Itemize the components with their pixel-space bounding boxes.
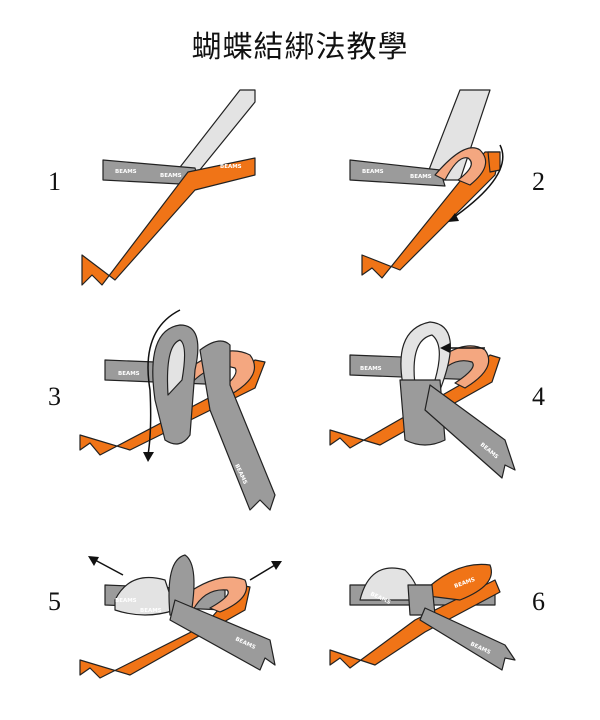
ribbon-label: BEAMS <box>103 651 125 666</box>
step-3-illustration: BEAMS BEAMS BEAMS <box>79 309 276 511</box>
ribbon-label: BEAMS <box>410 174 432 180</box>
ribbon-label: BEAMS <box>122 206 141 226</box>
page-title: 蝴蝶結綁法教學 <box>191 30 409 65</box>
ribbon-label: BEAMS <box>160 173 182 179</box>
ribbon-label: BEAMS <box>92 241 111 261</box>
curved-arrow <box>147 309 181 456</box>
step-4-illustration: BEAMS BEAMS BEAMS <box>329 321 516 479</box>
ribbon-label: BEAMS <box>387 231 406 251</box>
arrow-head-right <box>271 561 282 570</box>
step-5-illustration: BEAMS BEAMS BEAMS BEAMS <box>79 554 282 679</box>
arrow-line-left <box>94 559 124 576</box>
ribbon-label: BEAMS <box>140 608 162 614</box>
step-number-2: 2 <box>532 167 545 196</box>
step-2-illustration: BEAMS BEAMS BEAMS BEAMS <box>349 89 504 279</box>
step-6-illustration: BEAMS BEAMS BEAMS BEAMS <box>329 563 516 671</box>
ribbon-label: BEAMS <box>348 641 370 657</box>
ribbon-label: BEAMS <box>220 164 242 170</box>
arrow-head <box>143 452 154 462</box>
ribbon-label: BEAMS <box>348 421 370 437</box>
ribbon-label: BEAMS <box>118 371 140 377</box>
curved-arrow <box>449 144 504 221</box>
arrow-line-right <box>249 564 276 581</box>
ribbon-label: BEAMS <box>360 366 382 372</box>
step-number-1: 1 <box>48 167 61 196</box>
arrow-head <box>440 343 450 353</box>
ribbon-label: BEAMS <box>98 426 120 442</box>
step-number-3: 3 <box>48 382 61 411</box>
ribbon-label: BEAMS <box>362 169 384 175</box>
ribbon-label: BEAMS <box>115 598 137 604</box>
step-number-5: 5 <box>48 587 61 616</box>
arrow-head-left <box>88 556 99 566</box>
step-number-4: 4 <box>532 382 545 411</box>
ribbon-label: BEAMS <box>115 169 137 175</box>
step-number-6: 6 <box>532 587 545 616</box>
arrow-head <box>448 213 459 222</box>
step-1-illustration: BEAMS BEAMS BEAMS BEAMS BEAMS <box>81 89 256 286</box>
